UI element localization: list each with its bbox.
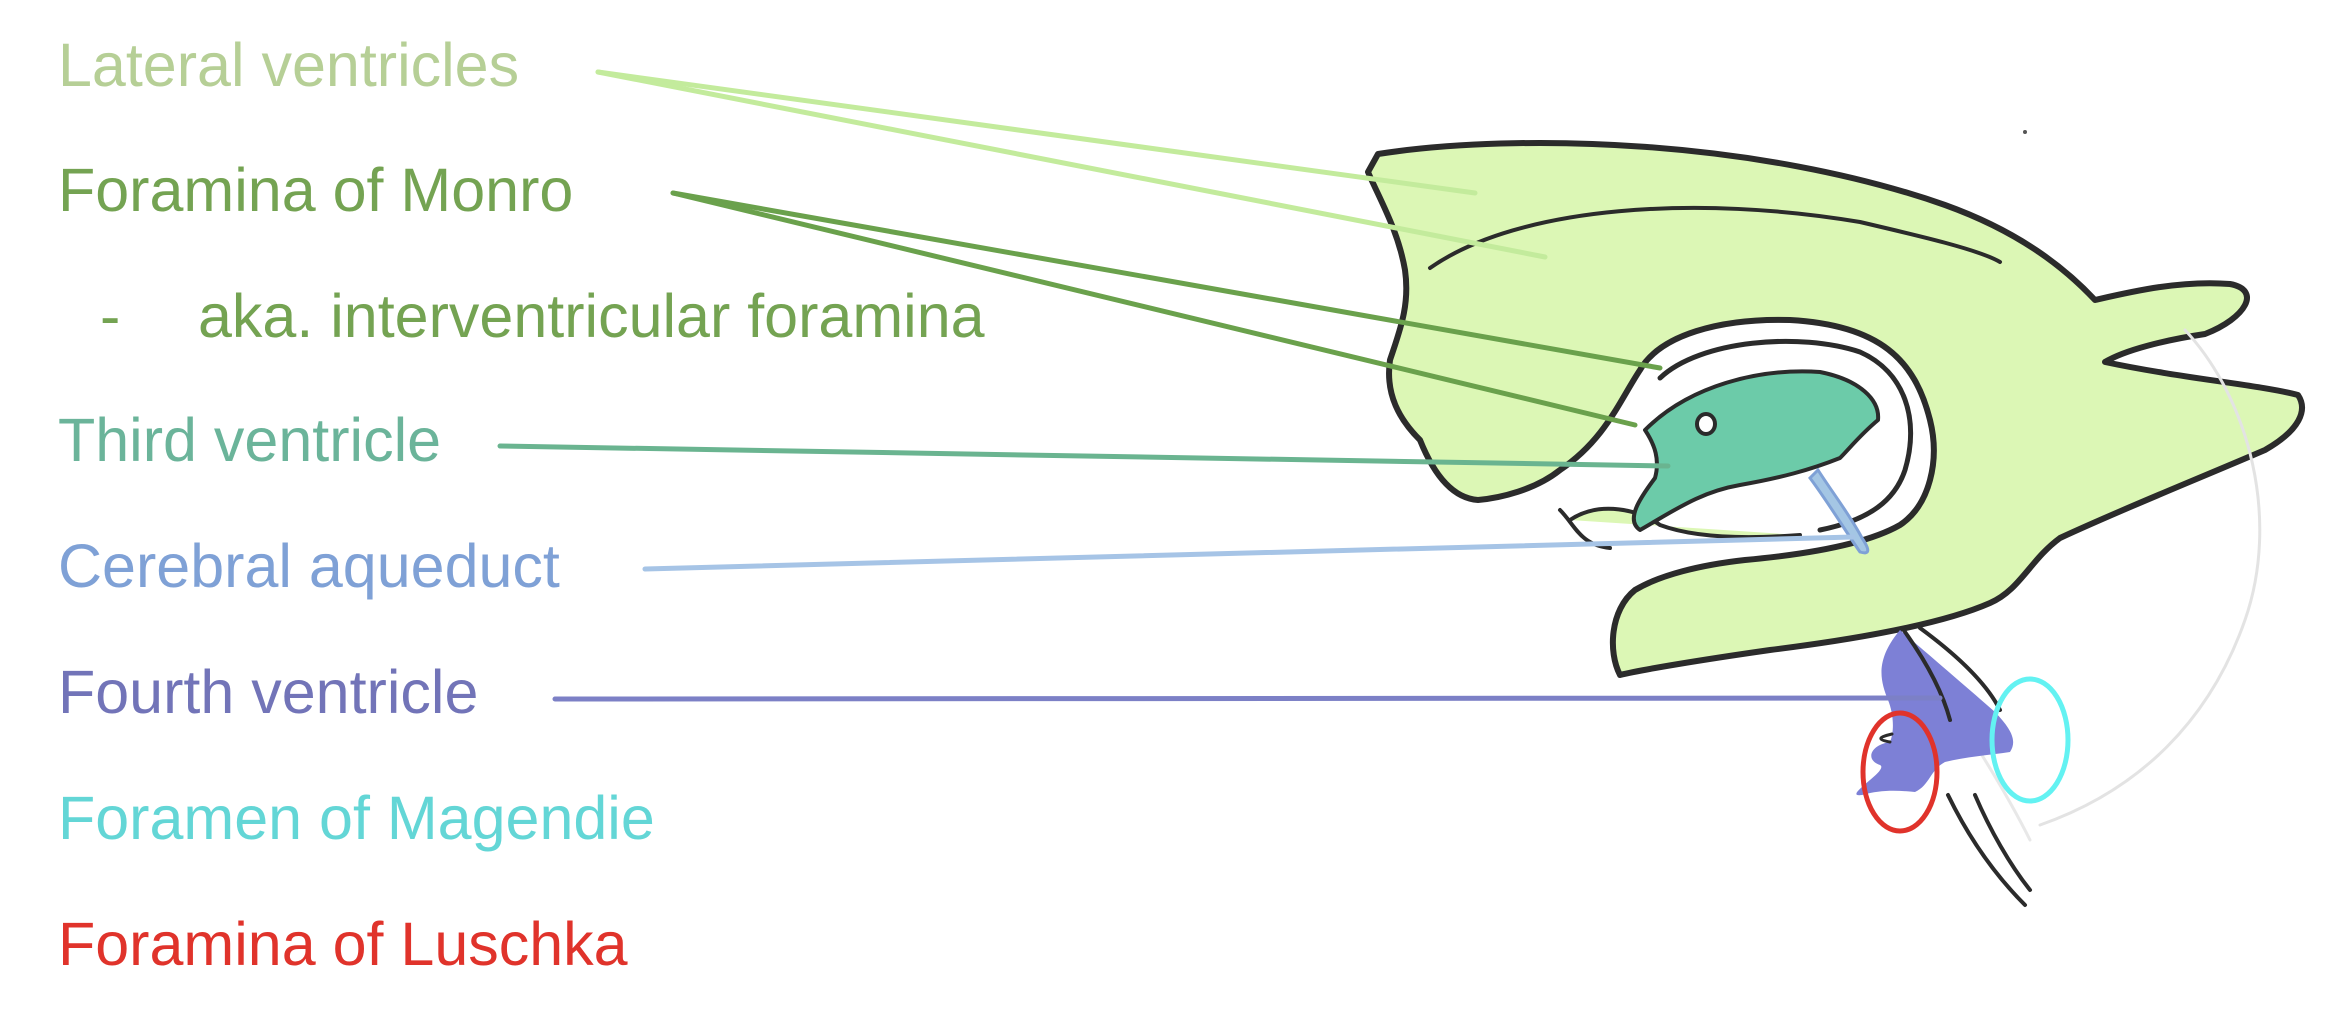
third-ventricle-leader — [497, 443, 1671, 469]
lateral-ventricles-leader — [595, 69, 1548, 260]
cerebral-aqueduct-shape — [1808, 467, 1870, 555]
aka-text: aka. interventricular foramina — [198, 282, 985, 350]
label-foramina-of-monro: Foramina of Monro — [58, 156, 574, 224]
cerebral-aqueduct-leader — [642, 534, 1856, 572]
aka-bullet-dash: - — [100, 282, 121, 350]
label-third-ventricle: Third ventricle — [58, 406, 442, 474]
foramina-of-luschka-marker — [1860, 710, 1940, 834]
label-fourth-ventricle: Fourth ventricle — [58, 658, 479, 726]
label-cerebral-aqueduct: Cerebral aqueduct — [58, 532, 560, 600]
fourth-ventricle-shape — [1856, 626, 2032, 907]
foramina-of-monro-leader — [670, 190, 1663, 428]
label-foramina-of-luschka: Foramina of Luschka — [58, 910, 628, 978]
third-ventricle-shape — [1631, 369, 1881, 532]
label-lateral-ventricles: Lateral ventricles — [58, 31, 520, 99]
foramen-of-magendie-marker — [1989, 676, 2071, 804]
fourth-ventricle-leader — [552, 695, 1943, 702]
label-foramen-of-magendie: Foramen of Magendie — [58, 784, 655, 852]
label-interventricular-foramina: -aka. interventricular foramina — [100, 286, 985, 347]
lateral-ventricles-shape — [1365, 130, 2305, 842]
